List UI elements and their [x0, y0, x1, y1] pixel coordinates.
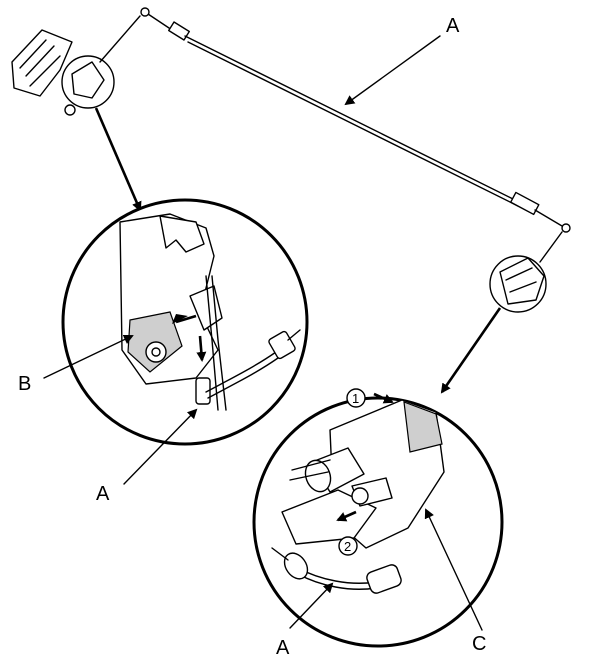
- leader-c: [424, 508, 483, 631]
- door-latch-small: [489, 231, 563, 313]
- detail-arrow-right: [440, 307, 502, 394]
- label-a-right: A: [276, 637, 290, 659]
- label-c: C: [472, 633, 486, 655]
- main-cable: [140, 7, 571, 233]
- label-b: B: [18, 373, 31, 395]
- leader-a-top: [344, 35, 441, 106]
- svg-text:1: 1: [352, 391, 359, 406]
- leader-a-left: [123, 408, 198, 485]
- inside-handle-small: [11, 15, 141, 116]
- step-marker-1: 1: [346, 388, 366, 408]
- svg-text:2: 2: [344, 539, 351, 554]
- label-a-left: A: [96, 483, 110, 505]
- detail-circle-left: [61, 198, 309, 446]
- step-marker-2: 2: [338, 536, 358, 556]
- leader-b: [43, 334, 134, 379]
- detail-circle-right: [252, 392, 504, 648]
- leader-a-right: [289, 582, 334, 629]
- detail-arrow-left: [94, 107, 142, 212]
- label-a-top: A: [446, 15, 460, 37]
